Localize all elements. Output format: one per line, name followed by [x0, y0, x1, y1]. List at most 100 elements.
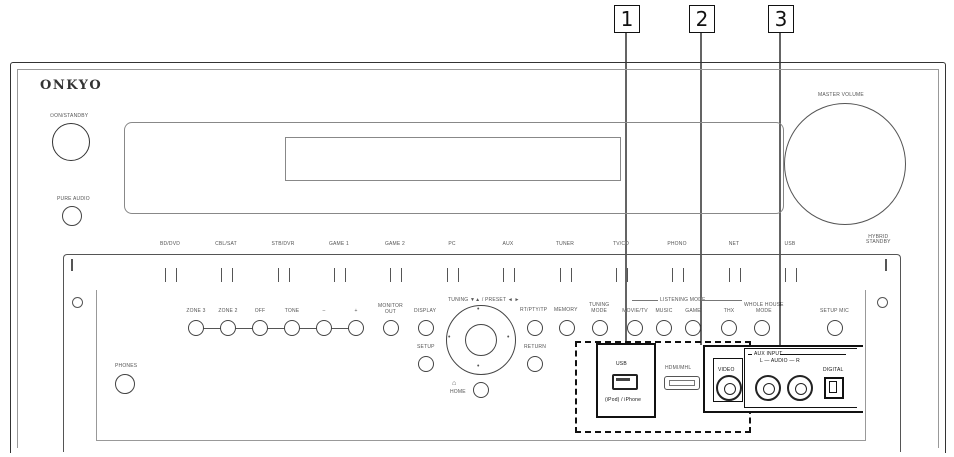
input-selector-key[interactable] — [278, 268, 290, 282]
input-selector-key[interactable] — [334, 268, 346, 282]
setup-button[interactable] — [418, 356, 434, 372]
listening-mode-button[interactable] — [685, 320, 701, 336]
dial-right-dot: • — [507, 334, 510, 341]
input-selector-label: STB/DVR — [271, 241, 295, 247]
lower-panel-inner — [96, 290, 866, 441]
zone-button[interactable] — [316, 320, 332, 336]
display-window — [124, 122, 784, 214]
master-volume-knob[interactable] — [784, 103, 906, 225]
master-volume-label: MASTER VOLUME — [818, 92, 864, 98]
pure-audio-label: PURE AUDIO — [57, 196, 90, 202]
listening-mode-button-label: MOVIE/TV — [622, 308, 648, 314]
return-button[interactable] — [527, 356, 543, 372]
usb-port[interactable] — [612, 374, 638, 390]
zone-button-label: ZONE 2 — [218, 308, 238, 314]
zone-button[interactable] — [220, 320, 236, 336]
home-button[interactable] — [473, 382, 489, 398]
display-screen — [285, 137, 621, 181]
zone-button[interactable] — [188, 320, 204, 336]
memory-label: MEMORY — [554, 307, 578, 313]
hybrid-standby-label: HYBRID STANDBY — [866, 234, 891, 245]
zone-button-label: + — [354, 308, 358, 314]
display-button[interactable] — [418, 320, 434, 336]
input-selector-label: AUX — [502, 241, 514, 247]
input-selector-label: USB — [784, 241, 796, 247]
hdmi-port-inner — [669, 380, 695, 386]
callout-2: 2 — [689, 5, 715, 33]
setup-mic-jack[interactable] — [827, 320, 843, 336]
pure-audio-button[interactable] — [62, 206, 82, 226]
zone-button-label: – — [322, 308, 326, 314]
tuning-preset-label: TUNING ▼▲ / PRESET ◄ ► — [448, 297, 520, 303]
dial-up-dot: • — [477, 306, 480, 313]
monitor-out-label: MONITOR OUT — [378, 303, 403, 315]
listening-mode-label: LISTENING MODE — [660, 297, 706, 303]
home-icon: ⌂ — [452, 380, 457, 387]
input-selector-key[interactable] — [785, 268, 797, 282]
left-bar-tick — [71, 259, 73, 271]
audio-right-jack[interactable] — [787, 375, 813, 401]
input-selector-label: GAME 2 — [384, 241, 406, 247]
aux-rule-left — [748, 354, 752, 355]
input-selector-key[interactable] — [729, 268, 741, 282]
listening-mode-button[interactable] — [721, 320, 737, 336]
hdmi-port[interactable] — [664, 376, 700, 390]
video-jack[interactable] — [716, 375, 742, 401]
callout-3: 3 — [768, 5, 794, 33]
digital-optical-inner — [829, 381, 837, 393]
memory-button[interactable] — [559, 320, 575, 336]
hybrid-standby-indicator — [885, 259, 887, 271]
phones-label: PHONES — [115, 363, 138, 369]
rt-pty-tp-button[interactable] — [527, 320, 543, 336]
input-selector-label: CBL/SAT — [215, 241, 237, 247]
dial-left-dot: • — [448, 334, 451, 341]
zone-button-label: ZONE 3 — [186, 308, 206, 314]
whole-house-button[interactable] — [754, 320, 770, 336]
input-selector-key[interactable] — [390, 268, 402, 282]
setup-label: SETUP — [417, 344, 435, 350]
on-standby-button[interactable] — [52, 123, 90, 161]
zone-button-label: TONE — [284, 308, 300, 314]
hdmi-mhl-label: HDMI/MHL — [665, 365, 692, 371]
zone-button[interactable] — [252, 320, 268, 336]
zone-button-label: OFF — [254, 308, 266, 314]
listening-mode-rule-right — [702, 300, 742, 301]
listening-mode-button-label: THX — [723, 308, 735, 314]
brand-logo: ONKYO — [40, 78, 103, 93]
chassis-inner-line — [17, 69, 939, 448]
phones-jack[interactable] — [115, 374, 135, 394]
rt-pty-tp-label: RT/PTY/TP — [520, 307, 548, 313]
monitor-out-button[interactable] — [383, 320, 399, 336]
listening-mode-button[interactable] — [627, 320, 643, 336]
input-selector-key[interactable] — [447, 268, 459, 282]
audio-left-jack[interactable] — [755, 375, 781, 401]
dial-down-dot: • — [477, 363, 480, 370]
zone-button[interactable] — [284, 320, 300, 336]
input-selector-label: PC — [448, 241, 456, 247]
input-selector-label: TUNER — [555, 241, 575, 247]
tuning-mode-button[interactable] — [592, 320, 608, 336]
on-standby-label: ⏻ON/STANDBY — [50, 113, 89, 119]
zone-button[interactable] — [348, 320, 364, 336]
input-selector-label: BD/DVD — [159, 241, 181, 247]
input-selector-key[interactable] — [560, 268, 572, 282]
enter-button[interactable] — [465, 324, 497, 356]
ipod-iphone-label: (iPod) / iPhone — [605, 397, 642, 403]
listening-mode-button[interactable] — [656, 320, 672, 336]
input-selector-key[interactable] — [616, 268, 628, 282]
tuning-mode-label: TUNING MODE — [589, 302, 610, 314]
aux-rule-right — [780, 354, 846, 355]
receiver-chassis — [10, 62, 946, 453]
input-selector-key[interactable] — [672, 268, 684, 282]
zone-button-line — [196, 328, 363, 330]
home-label: HOME — [450, 389, 466, 395]
usb-label: USB — [616, 361, 627, 367]
listening-mode-button-label: GAME — [685, 308, 701, 314]
input-selector-key[interactable] — [221, 268, 233, 282]
input-selector-key[interactable] — [503, 268, 515, 282]
lower-panel — [63, 290, 901, 452]
input-selector-key[interactable] — [165, 268, 177, 282]
callout-1: 1 — [614, 5, 640, 33]
input-selector-label: GAME 1 — [328, 241, 350, 247]
